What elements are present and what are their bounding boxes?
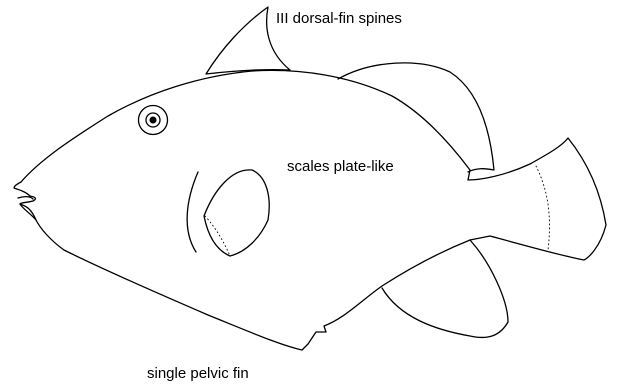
gill-opening (187, 172, 198, 252)
pectoral-fin-base (205, 216, 230, 256)
fish-body (20, 70, 606, 350)
second-dorsal-fin (338, 63, 494, 172)
lip-fold (18, 197, 33, 199)
mouth (14, 182, 36, 220)
eye-pupil (150, 117, 157, 124)
label-pelvic-fin: single pelvic fin (147, 365, 249, 382)
label-dorsal-spines: III dorsal-fin spines (276, 10, 402, 27)
anal-fin (382, 240, 508, 337)
caudal-fin-base (536, 166, 550, 250)
pectoral-fin (204, 170, 269, 256)
label-scales: scales plate-like (287, 158, 394, 175)
